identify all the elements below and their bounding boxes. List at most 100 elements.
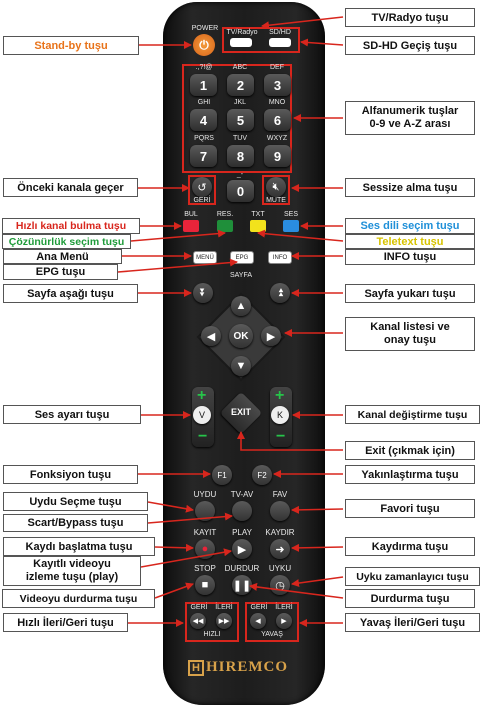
key-9[interactable]: 9 bbox=[264, 145, 291, 167]
callout-sd-hd: SD-HD Geçiş tuşu bbox=[345, 36, 475, 55]
down-button[interactable]: ▼ bbox=[231, 356, 251, 376]
key-4[interactable]: 4 bbox=[190, 109, 217, 131]
record-button[interactable]: ● bbox=[195, 539, 215, 559]
durdur-label: DURDUR bbox=[224, 564, 260, 573]
brand-name: HIREMCO bbox=[206, 659, 288, 675]
menu-button[interactable]: MENÜ bbox=[193, 251, 217, 264]
epg-button[interactable]: EPG bbox=[230, 251, 254, 264]
fav-button[interactable] bbox=[270, 501, 290, 521]
right-button[interactable]: ▶ bbox=[261, 326, 281, 346]
play-button[interactable]: ▶ bbox=[232, 539, 252, 559]
arrow-up-icon: ▲ bbox=[235, 300, 247, 312]
f2-button[interactable]: F2 bbox=[252, 465, 272, 485]
back-button[interactable]: ↺ bbox=[192, 177, 212, 197]
callout-sayfa-asagi: Sayfa aşağı tuşu bbox=[3, 284, 138, 303]
uyku-label: UYKU bbox=[268, 564, 292, 573]
callout-alfanumerik: Alfanumerik tuşlar 0-9 ve A-Z arası bbox=[345, 101, 475, 135]
slow-back-button[interactable]: ◀ bbox=[250, 613, 266, 629]
key-2[interactable]: 2 bbox=[227, 74, 254, 96]
kaydir-label: KAYDIR bbox=[265, 528, 295, 537]
slow-forward-button[interactable]: ▶ bbox=[276, 613, 292, 629]
pause-icon: ❚❚ bbox=[232, 579, 252, 592]
kayit-label: KAYIT bbox=[193, 528, 217, 537]
green-key[interactable] bbox=[217, 220, 233, 232]
key-8[interactable]: 8 bbox=[227, 145, 254, 167]
back-icon: ↺ bbox=[197, 181, 207, 194]
slow-geri-label: GERİ bbox=[250, 604, 268, 611]
sleep-button[interactable]: ◷ bbox=[270, 575, 290, 595]
up-button[interactable]: ▲ bbox=[231, 296, 251, 316]
yellow-key[interactable] bbox=[250, 220, 266, 232]
left-button[interactable]: ◀ bbox=[201, 326, 221, 346]
pause-button[interactable]: ❚❚ bbox=[232, 575, 252, 595]
callout-standby: Stand-by tuşu bbox=[3, 36, 139, 55]
res-label: RES. bbox=[216, 211, 234, 218]
slow-back-icon: ◀ bbox=[255, 618, 261, 625]
red-key[interactable] bbox=[183, 220, 199, 232]
callout-teletext: Teletext tuşu bbox=[345, 234, 475, 249]
hizli-label: HIZLI bbox=[203, 631, 221, 638]
slow-forward-icon: ▶ bbox=[281, 618, 287, 625]
volume-plus-icon: + bbox=[197, 387, 207, 404]
callout-fonksiyon: Fonksiyon tuşu bbox=[3, 465, 138, 484]
key-2-letters: ABC bbox=[232, 64, 248, 71]
uydu-label: UYDU bbox=[193, 490, 217, 499]
double-up-icon: ⏫︎ bbox=[277, 286, 283, 299]
page-up-button[interactable]: ⏫︎ bbox=[270, 283, 290, 303]
shift-button[interactable]: ➜ bbox=[270, 539, 290, 559]
callout-yavas-ileri: Yavaş İleri/Geri tuşu bbox=[345, 613, 480, 632]
ok-button[interactable]: OK bbox=[229, 324, 253, 348]
arrow-left-icon: ◀ bbox=[206, 330, 216, 343]
key-5-letters: JKL bbox=[233, 99, 247, 106]
stop-label: STOP bbox=[194, 564, 216, 573]
power-button[interactable]: ⏻ bbox=[193, 34, 215, 56]
channel-minus-icon: − bbox=[276, 428, 286, 445]
power-icon: ⏻ bbox=[199, 37, 209, 52]
power-label: POWER bbox=[191, 25, 219, 32]
callout-info: INFO tuşu bbox=[345, 249, 475, 265]
fast-forward-button[interactable]: ▶▶ bbox=[216, 613, 232, 629]
rewind-button[interactable]: ◀◀ bbox=[190, 613, 206, 629]
callout-epg: EPG tuşu bbox=[3, 264, 118, 280]
f1-button[interactable]: F1 bbox=[212, 465, 232, 485]
key-6[interactable]: 6 bbox=[264, 109, 291, 131]
tv-radio-button[interactable] bbox=[230, 38, 252, 47]
key-0[interactable]: 0 bbox=[227, 180, 254, 202]
uydu-button[interactable] bbox=[195, 501, 215, 521]
sd-hd-label: SD/HD bbox=[269, 29, 291, 36]
key-4-letters: GHI bbox=[197, 99, 211, 106]
page-down-button[interactable]: ⏬︎ bbox=[193, 283, 213, 303]
arrow-right-icon: ▶ bbox=[266, 330, 276, 343]
sd-hd-button[interactable] bbox=[269, 38, 291, 47]
key-7[interactable]: 7 bbox=[190, 145, 217, 167]
fast-geri-label: GERİ bbox=[190, 604, 208, 611]
callout-uyku: Uyku zamanlayıcı tuşu bbox=[345, 567, 480, 586]
mute-icon: 🔇︎ bbox=[272, 180, 280, 193]
play-label: PLAY bbox=[232, 528, 252, 537]
stop-button[interactable]: ■ bbox=[195, 575, 215, 595]
mute-frame bbox=[262, 175, 290, 205]
callout-onceki-kanal: Önceki kanala geçer bbox=[3, 178, 138, 197]
callout-tv-radio: TV/Radyo tuşu bbox=[345, 8, 475, 27]
mute-button[interactable]: 🔇︎ bbox=[266, 177, 286, 197]
arrow-right-icon: ➜ bbox=[275, 543, 285, 556]
info-button[interactable]: INFO bbox=[268, 251, 292, 264]
key-3[interactable]: 3 bbox=[264, 74, 291, 96]
yavas-label: YAVAŞ bbox=[261, 631, 283, 638]
key-0-letters: _- bbox=[236, 171, 244, 178]
callout-hizli-kanal: Hızlı kanal bulma tuşu bbox=[2, 218, 140, 234]
blue-key[interactable] bbox=[283, 220, 299, 232]
callout-sayfa-yukari: Sayfa yukarı tuşu bbox=[345, 284, 475, 303]
callout-videoyu-durdurma: Videoyu durdurma tuşu bbox=[2, 589, 155, 608]
callout-ana-menu: Ana Menü bbox=[3, 249, 122, 264]
key-5[interactable]: 5 bbox=[227, 109, 254, 131]
key-9-letters: WXYZ bbox=[266, 135, 288, 142]
callout-sessize: Sessize alma tuşu bbox=[345, 178, 475, 197]
callout-uydu-secme: Uydu Seçme tuşu bbox=[3, 492, 148, 511]
tvav-button[interactable] bbox=[232, 501, 252, 521]
sayfa-label: SAYFA bbox=[229, 272, 253, 279]
callout-kaydirma: Kaydırma tuşu bbox=[345, 537, 475, 556]
key-1[interactable]: 1 bbox=[190, 74, 217, 96]
ses-label: SES bbox=[283, 211, 298, 218]
